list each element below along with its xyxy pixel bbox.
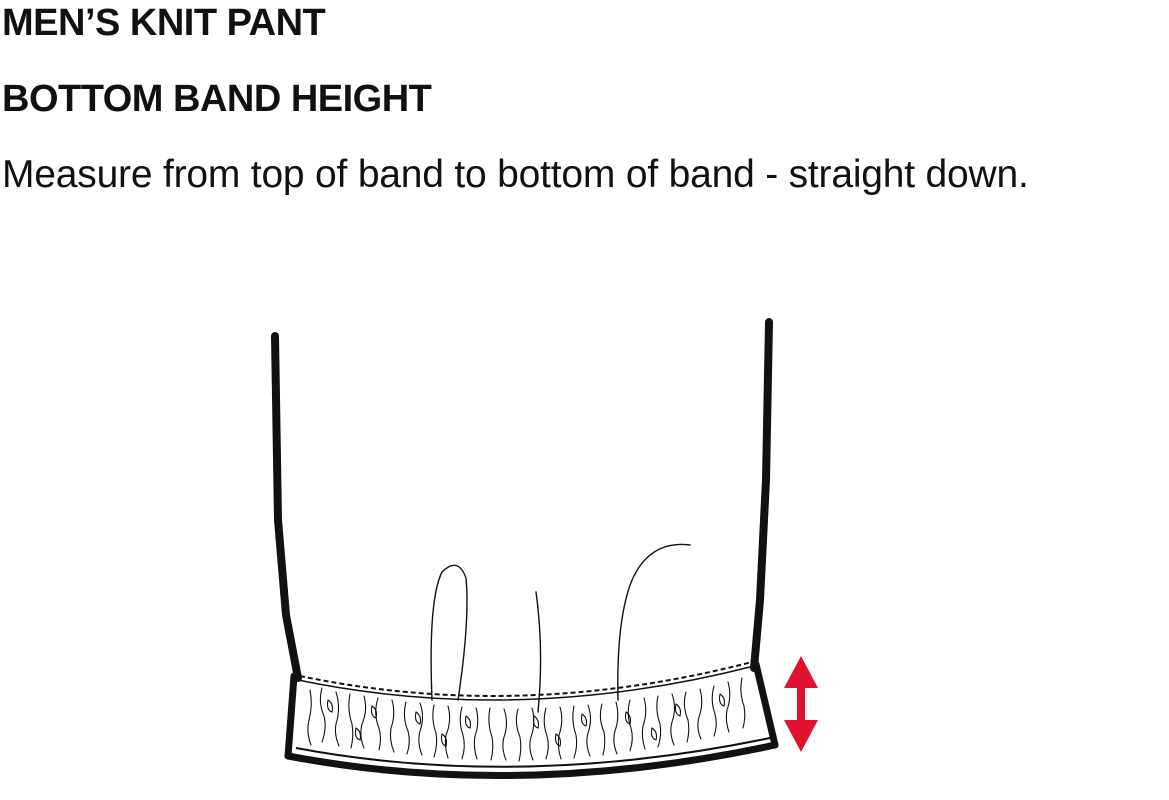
- bottom-band-bottom-edge: [284, 741, 779, 780]
- pant-leg-left-side: [271, 332, 302, 682]
- bottom-band-top-line: [297, 665, 755, 701]
- fabric-fold-curve: [617, 543, 691, 701]
- band-height-arrow-icon: [784, 656, 818, 752]
- bottom-band-top-seam: [299, 661, 753, 697]
- rib-knit-texture: [307, 677, 746, 762]
- fabric-fold-lines: [430, 543, 691, 713]
- measurement-instruction: Measure from top of band to bottom of ba…: [2, 153, 1029, 196]
- pant-leg-right-side: [750, 318, 773, 672]
- page-title: MEN’S KNIT PANT: [2, 2, 326, 44]
- bottom-band: [284, 660, 779, 780]
- fabric-fold-loop: [430, 564, 468, 701]
- fabric-fold-center: [535, 591, 542, 713]
- bottom-band-inner-hem: [295, 737, 771, 768]
- bottom-band-left-edge: [284, 672, 298, 760]
- bottom-band-right-edge: [752, 660, 779, 749]
- measurement-heading: BOTTOM BAND HEIGHT: [2, 78, 432, 120]
